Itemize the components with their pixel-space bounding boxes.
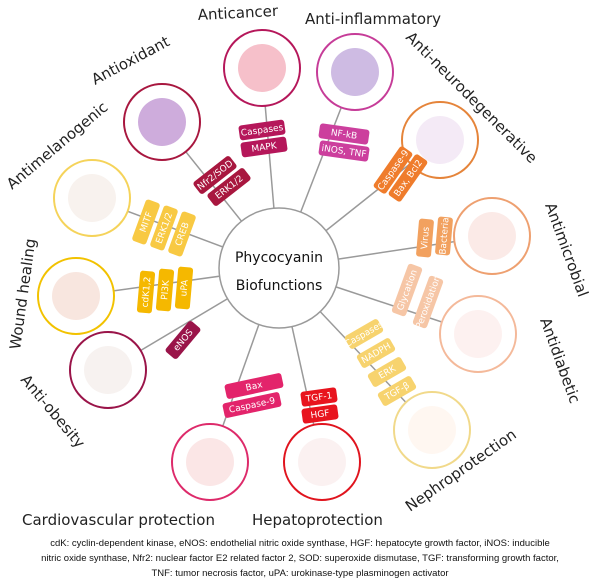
mechanism-badge-background — [168, 211, 196, 257]
mechanism-badge: Bacteria — [435, 216, 453, 256]
mechanism-badge-label: uPA — [179, 278, 190, 296]
biofunction-label: Wound healing — [6, 237, 39, 350]
mechanism-badge-background — [388, 154, 428, 202]
mechanism-badge-background — [344, 319, 384, 349]
mechanism-badge-label: PI3K — [160, 279, 172, 301]
illustration-icon — [52, 272, 100, 320]
mechanism-badge-background — [377, 376, 417, 406]
illustration-icon — [84, 346, 132, 394]
mechanism-badge-background — [207, 168, 251, 206]
mechanism-badge: HGF — [301, 404, 339, 424]
center-title-line1: Phycocyanin — [235, 250, 323, 266]
mechanism-badge: Bax — [224, 373, 284, 399]
illustration-icon — [138, 98, 186, 146]
illustration-icon — [186, 438, 234, 486]
mechanism-badge-background — [416, 218, 434, 258]
mechanism-badge: MITF — [132, 199, 160, 245]
biofunctions-diagram: Phycocyanin Biofunctions AntioxidantNfr2… — [3, 2, 592, 529]
footnote-line: TNF: tumor necrosis factor, uPA: urokina… — [151, 568, 449, 579]
mechanism-badge-background — [373, 146, 413, 194]
mechanism-badge: Virus — [416, 218, 434, 258]
mechanism-badge-background — [150, 205, 178, 251]
mechanism-badge: cdK1,2 — [136, 270, 156, 314]
biofunction-node: Wound healing cdK1,2 PI3K uPA — [6, 237, 194, 351]
mechanism-badge: Caspases — [238, 119, 286, 141]
mechanism-badge-background — [367, 357, 407, 387]
mechanism-badge-label: Bacteria — [438, 217, 451, 255]
mechanism-badge: MAPK — [240, 136, 288, 158]
mechanism-badge-label: Virus — [420, 226, 432, 250]
mechanism-badge-background — [412, 275, 444, 329]
mechanism-badge-background — [318, 140, 370, 162]
mechanism-badge: iNOS, TNF — [318, 140, 370, 162]
mechanism-badge-background — [155, 268, 175, 312]
mechanism-badge-background — [435, 216, 453, 256]
center-circle — [218, 207, 340, 329]
illustration-icon — [331, 48, 379, 96]
mechanism-badge-label: TGF-1 — [304, 391, 333, 405]
abbreviations-footnote: cdK: cyclin-dependent kinase, eNOS: endo… — [0, 536, 600, 581]
mechanism-badge-background — [165, 321, 201, 359]
mechanism-badge-background — [174, 266, 194, 310]
illustration-icon — [68, 174, 116, 222]
mechanism-badge: CREB — [168, 211, 196, 257]
mechanism-badge-background — [222, 392, 282, 418]
biofunction-label: Cardiovascular protection — [22, 511, 215, 529]
mechanism-badge-background — [193, 156, 237, 194]
mechanism-badge-background — [136, 270, 156, 314]
mechanism-badge-background — [356, 338, 396, 368]
biofunction-label: Antimicrobial — [541, 200, 592, 299]
illustration-icon — [468, 212, 516, 260]
mechanism-badge-background — [240, 136, 288, 158]
mechanism-badge-label: MAPK — [251, 141, 278, 155]
mechanism-badge-label: HGF — [310, 409, 330, 422]
mechanism-badge: NF-kB — [318, 123, 370, 145]
mechanism-badge-background — [391, 263, 423, 317]
mechanism-badge-background — [301, 404, 339, 424]
mechanism-badge: PI3K — [155, 268, 175, 312]
illustration-icon — [416, 116, 464, 164]
mechanism-badge: TGF-1 — [300, 387, 338, 407]
mechanism-badge-background — [238, 119, 286, 141]
illustration-icon — [298, 438, 346, 486]
mechanism-badge-background — [318, 123, 370, 145]
biofunction-label: Antidiabetic — [536, 315, 584, 405]
mechanism-badge-background — [132, 199, 160, 245]
biofunction-label: Anti-inflammatory — [305, 10, 441, 28]
mechanism-badge-label: Bax — [245, 380, 264, 393]
center-title-line2: Biofunctions — [236, 278, 323, 294]
biofunction-label: Antioxidant — [88, 32, 172, 88]
biofunction-label: Hepatoprotection — [252, 511, 383, 529]
mechanism-badge-label: cdK1,2 — [141, 276, 154, 308]
illustration-icon — [454, 310, 502, 358]
footnote-line: nitric oxide synthase, Nfr2: nuclear fac… — [41, 553, 559, 564]
footnote-line: cdK: cyclin-dependent kinase, eNOS: endo… — [50, 538, 550, 549]
mechanism-badge-label: NF-kB — [330, 128, 358, 142]
biofunction-label: Anticancer — [197, 2, 279, 24]
illustration-icon — [408, 406, 456, 454]
mechanism-badge-background — [224, 373, 284, 399]
mechanism-badge-background — [300, 387, 338, 407]
illustration-icon — [238, 44, 286, 92]
mechanism-badge: uPA — [174, 266, 194, 310]
